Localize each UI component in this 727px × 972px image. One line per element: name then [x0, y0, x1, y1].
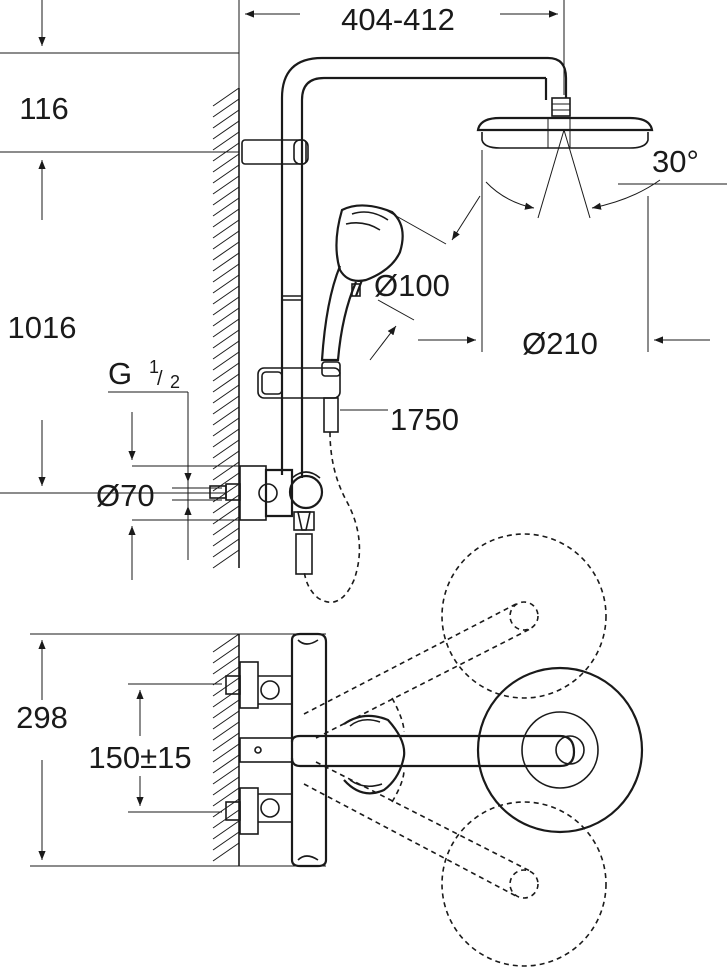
hatch-line — [212, 406, 240, 426]
hatch-line — [212, 831, 240, 851]
hand-shower: Ø100 — [320, 195, 481, 362]
hatch-line — [212, 688, 240, 708]
top-arm — [290, 714, 576, 795]
thread-label: G — [108, 356, 132, 391]
hatch-line — [212, 87, 240, 107]
outlet-diameter-label: Ø70 — [96, 478, 155, 513]
arm-reach-dimension: 404-412 — [238, 0, 565, 95]
mixer-diverter — [209, 465, 324, 575]
hatch-line — [212, 219, 240, 239]
hatch-line — [212, 164, 240, 184]
hatch-line — [212, 175, 240, 195]
head-shower — [476, 97, 654, 149]
hatch-line — [212, 428, 240, 448]
wall-hatching-bottom — [212, 633, 240, 866]
hatch-line — [212, 765, 240, 785]
hatch-line — [212, 732, 240, 752]
inlet-dimensions: G 1 / 2 Ø70 — [96, 356, 240, 580]
hatch-line — [212, 98, 240, 118]
thread-numerator: 1 — [149, 357, 159, 377]
hatch-line — [212, 644, 240, 664]
head-swivel-positions — [303, 533, 607, 967]
hand-diameter-label: Ø100 — [374, 268, 450, 303]
height-dimensions: 116 1016 — [0, 0, 239, 494]
arm-reach-label: 404-412 — [341, 2, 455, 37]
hatch-line — [212, 395, 240, 415]
hatch-line — [212, 263, 240, 283]
hatch-line — [212, 307, 240, 327]
hatch-line — [212, 120, 240, 140]
hatch-line — [212, 285, 240, 305]
hatch-line — [212, 252, 240, 272]
hatch-line — [212, 549, 240, 569]
hatch-line — [212, 296, 240, 316]
hatch-line — [212, 384, 240, 404]
riser-rail — [241, 56, 568, 478]
hatch-line — [212, 538, 240, 558]
head-top-view — [476, 666, 644, 834]
hatch-line — [212, 186, 240, 206]
hatch-line — [212, 776, 240, 796]
hatch-line — [212, 754, 240, 774]
hatch-line — [212, 710, 240, 730]
hatch-line — [212, 362, 240, 382]
hatch-line — [212, 351, 240, 371]
hatch-line — [212, 439, 240, 459]
rail-height-label: 1016 — [8, 310, 77, 345]
hatch-line — [212, 820, 240, 840]
thread-denominator: 2 — [170, 372, 180, 392]
top-height-label: 116 — [19, 91, 68, 126]
hatch-line — [212, 699, 240, 719]
top-view: 298 150±15 — [16, 533, 644, 967]
tilt-angle-label: 30° — [652, 144, 699, 179]
wall-hatching-top — [212, 87, 240, 569]
hatch-line — [212, 274, 240, 294]
thermostat-body — [225, 632, 328, 868]
hatch-line — [212, 340, 240, 360]
hatch-line — [212, 109, 240, 129]
hatch-line — [212, 131, 240, 151]
mixer-depth-label: 298 — [16, 700, 68, 735]
hatch-line — [212, 527, 240, 547]
hatch-line — [212, 505, 240, 525]
inlet-spacing-label: 150±15 — [88, 740, 191, 775]
hatch-line — [212, 230, 240, 250]
hatch-line — [212, 842, 240, 862]
hatch-line — [212, 494, 240, 514]
head-diameter-dimension: Ø210 — [418, 150, 710, 361]
thread-slash: / — [157, 368, 163, 390]
hatch-line — [212, 197, 240, 217]
tilt-angle-dimension: 30° — [485, 129, 727, 219]
hatch-line — [212, 743, 240, 763]
rail-slider: 1750 — [257, 361, 459, 437]
hatch-line — [212, 318, 240, 338]
hatch-line — [212, 461, 240, 481]
hatch-line — [212, 655, 240, 675]
hatch-line — [212, 373, 240, 393]
hatch-line — [212, 241, 240, 261]
hatch-line — [212, 329, 240, 349]
hatch-line — [212, 721, 240, 741]
hatch-line — [212, 787, 240, 807]
hose — [303, 431, 361, 603]
hatch-line — [212, 633, 240, 653]
hatch-line — [212, 208, 240, 228]
hatch-line — [212, 417, 240, 437]
hose-length-label: 1750 — [390, 402, 459, 437]
head-diameter-label: Ø210 — [522, 326, 598, 361]
mixer-depth-dimension: 298 — [16, 633, 326, 867]
inlet-spacing-dimension: 150±15 — [88, 683, 222, 813]
hatch-line — [212, 153, 240, 173]
front-view: 404-412 116 1016 G 1 / 2 — [0, 0, 727, 603]
